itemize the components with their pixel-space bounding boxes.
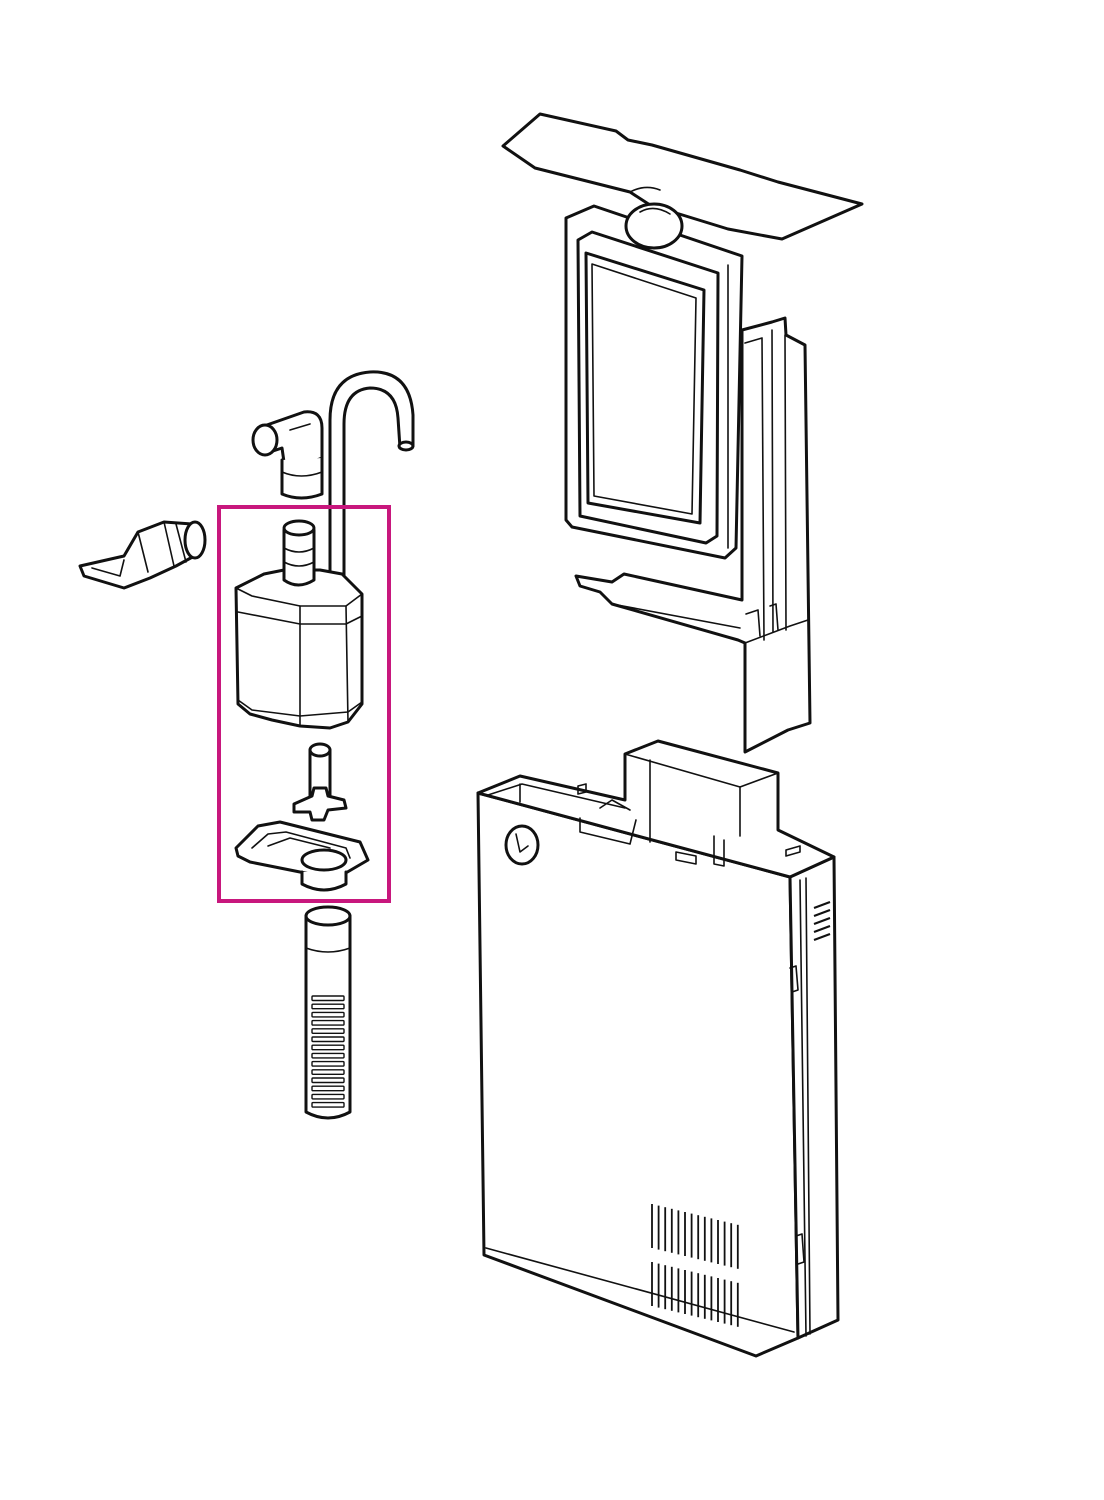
pump-body — [234, 519, 364, 730]
strainer-slot — [311, 1052, 345, 1059]
strainer-slot — [311, 1101, 345, 1108]
side-vent-slit — [813, 908, 831, 918]
strainer-slot — [311, 1011, 345, 1018]
divider-plate — [574, 316, 812, 754]
impeller — [292, 742, 348, 822]
strainer-slot — [311, 995, 345, 1002]
pump-output-elbow — [251, 410, 324, 500]
top-cover-lid — [501, 112, 864, 241]
strainer-slots — [311, 995, 345, 1108]
return-tube — [328, 370, 415, 592]
pump-assembly-highlight-frame — [217, 505, 391, 903]
strainer-slot — [311, 1028, 345, 1035]
side-vent-slit — [813, 924, 831, 934]
cartridge-knob — [624, 202, 684, 250]
intake-strainer — [304, 905, 352, 1120]
side-vent-slit — [813, 932, 831, 942]
strainer-slot — [311, 1077, 345, 1084]
strainer-slot — [311, 1085, 345, 1092]
flat-nozzle — [78, 520, 207, 590]
strainer-slot — [311, 1036, 345, 1043]
strainer-slot — [311, 1093, 345, 1100]
filter-cartridge-frame — [564, 202, 744, 560]
strainer-slot — [311, 1019, 345, 1026]
filter-housing — [476, 739, 840, 1358]
housing-intake-port — [504, 824, 540, 866]
side-vent-slit — [813, 900, 831, 910]
side-vent-slit — [813, 916, 831, 926]
pump-base-plate — [234, 820, 370, 892]
pump-outlet-nozzle — [282, 519, 316, 587]
strainer-slot — [311, 1060, 345, 1067]
housing-front-vents — [651, 1204, 739, 1327]
strainer-slot — [311, 1069, 345, 1076]
strainer-slot — [311, 1003, 345, 1010]
strainer-slot — [311, 1044, 345, 1051]
housing-side-vents — [813, 900, 831, 942]
